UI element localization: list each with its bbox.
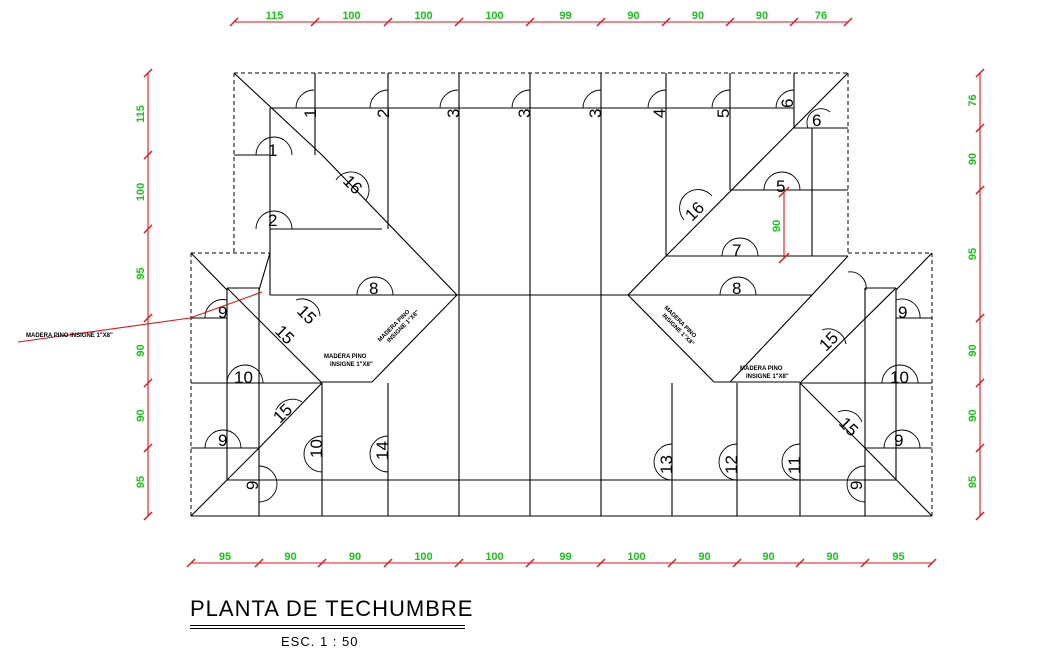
dimension-label: 100 — [485, 10, 503, 22]
piece-label: 8 — [732, 279, 741, 298]
dimension-label: 90 — [284, 551, 296, 563]
drawing-title: PLANTA DE TECHUMBRE — [190, 596, 474, 621]
piece-label: 15 — [271, 321, 298, 348]
dimension-label: 99 — [559, 10, 571, 22]
dimension-label: 115 — [266, 10, 284, 22]
piece-label: 6 — [812, 111, 821, 130]
dimension-label: 90 — [135, 409, 147, 421]
piece-label: 6 — [778, 99, 797, 108]
title-underline — [190, 625, 465, 626]
piece-label: 10 — [307, 439, 326, 458]
dimension-label: 115 — [135, 105, 147, 123]
dimension-label: 90 — [967, 409, 979, 421]
piece-label: 9 — [218, 431, 227, 450]
piece-label: 7 — [732, 241, 741, 260]
piece-label: 9 — [243, 481, 262, 490]
dimension-label: 95 — [135, 476, 147, 488]
piece-label: 2 — [374, 109, 393, 118]
dimension-label: 90 — [135, 344, 147, 356]
dimension-label: 76 — [967, 94, 979, 106]
dimension-label: 90 — [762, 551, 774, 563]
piece-label: 1 — [301, 109, 320, 118]
dimension-label: 95 — [892, 551, 904, 563]
piece-label: 1 — [268, 141, 277, 160]
callout-note: MADERA PINO INSIGNE 1"X8" — [26, 333, 113, 339]
dimension-chain-bottom: 95 90 90 100 100 99 100 90 90 90 95 — [186, 551, 937, 568]
dimension-label: 100 — [627, 551, 645, 563]
dimension-label: 90 — [756, 10, 768, 22]
drawing-scale: ESC. 1 : 50 — [281, 634, 359, 649]
dimension-label: 100 — [342, 10, 360, 22]
dimension-label: 95 — [219, 551, 231, 563]
piece-label: 15 — [269, 400, 296, 427]
dimension-label: 95 — [967, 476, 979, 488]
dimension-label: 90 — [967, 344, 979, 356]
tag-note-right-a: MADERA PINOINSIGNE 1"X8" — [658, 305, 700, 347]
piece-label: 12 — [722, 455, 741, 474]
dimension-chain-top: 115 100 100 100 99 90 90 90 76 — [229, 10, 853, 27]
dimension-label: 100 — [135, 183, 147, 201]
dimension-label: 90 — [627, 10, 639, 22]
piece-label: 9 — [218, 303, 227, 322]
piece-label: 9 — [898, 303, 907, 322]
piece-label: 9 — [847, 481, 866, 490]
title-underline-2 — [190, 628, 465, 629]
piece-label: 8 — [369, 279, 378, 298]
piece-label: 11 — [785, 456, 804, 474]
dimension-inner-label: 90 — [771, 220, 783, 232]
dimension-label: 90 — [698, 551, 710, 563]
piece-label: 15 — [835, 413, 862, 440]
material-notes: MADERA PINO INSIGNE 1"X8" MADERA PINOINS… — [17, 291, 789, 380]
dimension-label: 100 — [414, 10, 432, 22]
dimension-label: 90 — [692, 10, 704, 22]
piece-label: 9 — [894, 431, 903, 450]
dimension-chain-left: 115 100 95 90 90 95 — [135, 68, 153, 521]
piece-label: 14 — [373, 441, 392, 460]
piece-label: 2 — [268, 211, 277, 230]
dimension-inner: 90 — [771, 186, 790, 264]
piece-label: 16 — [681, 198, 708, 225]
dimension-label: 90 — [349, 551, 361, 563]
dimension-label: 90 — [967, 153, 979, 165]
piece-label: 5 — [776, 177, 785, 196]
tag-note-left-a: MADERA PINOINSIGNE 1"X8" — [377, 305, 421, 349]
piece-label: 13 — [657, 455, 676, 474]
piece-label: 4 — [650, 109, 669, 118]
piece-arcs — [204, 89, 921, 503]
dimension-label: 95 — [967, 248, 979, 260]
piece-label: 3 — [444, 109, 463, 118]
dimension-label: 99 — [559, 551, 571, 563]
dimension-chain-right: 76 90 95 90 90 95 — [967, 68, 985, 521]
eave-outline — [190, 72, 933, 516]
piece-label: 3 — [586, 109, 605, 118]
piece-label: 10 — [890, 368, 909, 387]
dimension-label: 100 — [485, 551, 503, 563]
dimension-label: 76 — [815, 10, 827, 22]
framing-lines — [190, 72, 933, 517]
piece-label: 10 — [234, 368, 253, 387]
piece-label: 3 — [515, 109, 534, 118]
dimension-label: 95 — [135, 267, 147, 279]
dimension-label: 90 — [826, 551, 838, 563]
dimension-label: 100 — [414, 551, 432, 563]
piece-label: 5 — [714, 109, 733, 118]
